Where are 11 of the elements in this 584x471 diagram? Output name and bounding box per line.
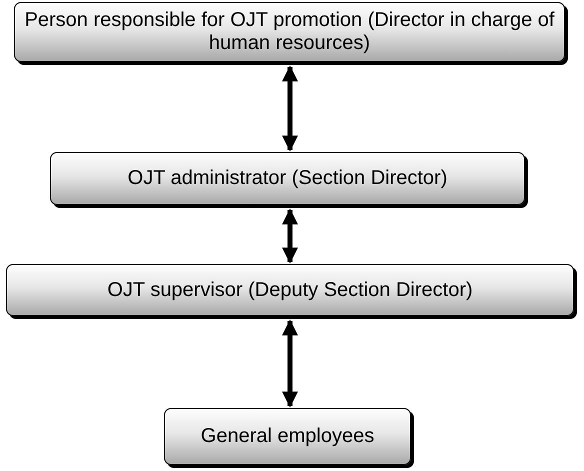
role-label: OJT administrator (Section Director) [128, 167, 448, 190]
role-box [14, 2, 565, 62]
double-arrow [282, 319, 298, 408]
role-label: OJT supervisor (Deputy Section Director) [107, 278, 473, 302]
role-label: General employees [200, 425, 374, 448]
role-box [50, 152, 525, 205]
double-arrow [282, 65, 298, 152]
double-arrow [282, 208, 298, 264]
role-box [6, 264, 574, 316]
role-box [164, 408, 411, 465]
role-label: Person responsible for OJT promotion (Director in charge of human resources) [24, 9, 556, 55]
